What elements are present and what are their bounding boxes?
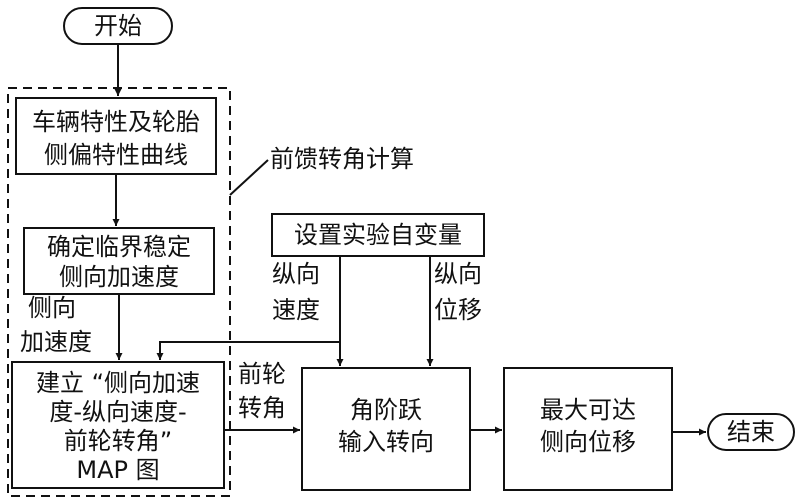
max-lateral-line-1: 最大可达: [540, 396, 636, 424]
critical-acceleration-box: 确定临界稳定 侧向加速度: [23, 227, 215, 295]
end-label: 结束: [727, 418, 775, 446]
longitudinal-displacement-label-line-1: 纵向: [434, 260, 482, 288]
vehicle-properties-line-2: 侧偏特性曲线: [44, 141, 188, 169]
start-label: 开始: [94, 12, 142, 40]
build-map-line-3: 前轮转角”: [64, 427, 172, 455]
build-map-line-2: 度-纵向速度-: [49, 398, 186, 426]
longitudinal-speed-label-line-1: 纵向: [272, 260, 320, 288]
end-node: 结束: [707, 413, 795, 451]
critical-acceleration-line-1: 确定临界稳定: [47, 233, 191, 261]
group-label: 前馈转角计算: [270, 145, 414, 173]
max-lateral-line-2: 侧向位移: [540, 428, 636, 456]
start-node: 开始: [63, 7, 173, 45]
vehicle-properties-box: 车辆特性及轮胎 侧偏特性曲线: [15, 97, 217, 175]
step-steer-line-2: 输入转向: [338, 428, 434, 456]
lateral-accel-label-line-1: 侧向: [28, 294, 76, 322]
front-wheel-angle-label-line-1: 前轮: [238, 360, 286, 388]
critical-acceleration-line-2: 侧向加速度: [59, 263, 179, 291]
step-steer-box: 角阶跃 输入转向: [301, 367, 471, 491]
longitudinal-displacement-label-line-2: 位移: [434, 296, 482, 324]
max-lateral-displacement-box: 最大可达 侧向位移: [503, 367, 673, 491]
vehicle-properties-line-1: 车辆特性及轮胎: [32, 108, 200, 136]
set-variables-box: 设置实验自变量: [271, 213, 485, 257]
lateral-accel-label-line-2: 加速度: [20, 328, 92, 356]
group-callout-line: [229, 159, 269, 196]
longitudinal-speed-label-line-2: 速度: [272, 296, 320, 324]
build-map-line-1: 建立 “侧向加速: [36, 369, 200, 397]
build-map-line-4: MAP 图: [76, 456, 159, 484]
edge-speed-feedback-to-map: [156, 341, 340, 360]
build-map-box: 建立 “侧向加速 度-纵向速度- 前轮转角” MAP 图: [11, 361, 225, 489]
front-wheel-angle-label-line-2: 转角: [238, 394, 286, 422]
step-steer-line-1: 角阶跃: [350, 396, 422, 424]
set-variables-label: 设置实验自变量: [294, 221, 462, 249]
